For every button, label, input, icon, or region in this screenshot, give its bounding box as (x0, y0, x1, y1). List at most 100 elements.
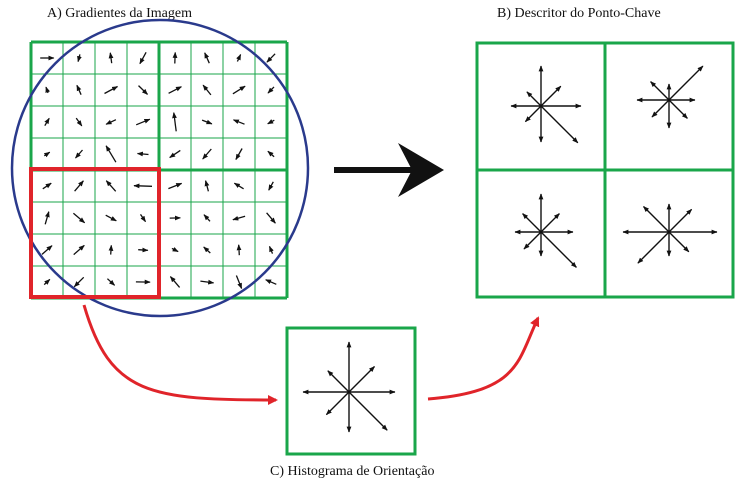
gradient-arrow (136, 151, 149, 157)
gradient-arrow (44, 117, 50, 127)
gradient-arrow (104, 85, 119, 95)
orientation-arrow (325, 391, 350, 416)
gradient-arrow (267, 150, 275, 158)
keypoint-descriptor-panel (475, 41, 735, 299)
gradient-arrow (138, 85, 148, 95)
gradient-arrow (169, 276, 181, 288)
gradient-arrow (135, 118, 151, 126)
orientation-arrow (643, 206, 670, 233)
orientation-arrow (540, 105, 579, 144)
label-orientation-histogram: C) Histograma de Orientação (270, 464, 435, 479)
gradient-arrow (232, 119, 245, 125)
orientation-arrow (348, 366, 375, 393)
gradient-arrow (202, 84, 212, 96)
gradient-arrow (105, 119, 117, 125)
gradient-arrow (268, 181, 274, 191)
gradient-arrow (168, 182, 183, 190)
gradient-arrow (236, 244, 242, 256)
gradient-arrow (202, 148, 212, 160)
descriptor-histogram-top-right (636, 65, 704, 129)
gradient-arrow (106, 278, 116, 286)
gradient-arrow (268, 245, 274, 254)
flow-arrow-to-descriptor (427, 316, 540, 401)
orientation-arrow (651, 99, 670, 118)
descriptor-histogram-top-left (510, 65, 582, 144)
gradient-arrow (267, 119, 275, 125)
gradient-arrow (74, 180, 84, 192)
orientation-arrow (540, 213, 560, 233)
orientation-arrow (327, 370, 350, 393)
transform-arrow-head (398, 143, 444, 197)
gradient-arrow (133, 183, 153, 189)
gradient-arrow (73, 244, 85, 256)
orientation-arrow (668, 208, 693, 233)
image-gradient-panel (10, 18, 310, 318)
gradient-arrow (138, 247, 149, 253)
label-image-gradients: A) Gradientes da Imagem (47, 6, 192, 21)
gradient-arrow (105, 180, 117, 192)
orientation-arrow (668, 231, 690, 253)
gradient-arrow (265, 279, 277, 285)
gradient-arrow (139, 214, 147, 223)
gradient-arrow (267, 86, 275, 94)
gradient-arrow (266, 53, 276, 63)
orientation-arrow (523, 231, 542, 250)
orientation-arrow (526, 91, 542, 107)
gradient-arrow (169, 149, 181, 159)
gradient-arrow (42, 182, 52, 190)
gradient-arrow (105, 145, 117, 163)
gradient-arrows (40, 51, 277, 290)
gradient-arrow (108, 244, 114, 255)
descriptor-histogram-bottom-right (622, 203, 718, 264)
highlight-subregion (29, 167, 161, 299)
orientation-arrow (668, 99, 688, 119)
descriptor-histograms (510, 65, 718, 268)
orientation-arrow (540, 85, 562, 107)
gradient-arrow (45, 86, 51, 94)
gradient-arrow (235, 148, 243, 161)
orientation-arrow (348, 391, 388, 431)
flow-arrow-to-histogram (82, 304, 278, 405)
gradient-arrow (203, 214, 211, 222)
gradient-arrow (232, 85, 246, 95)
orientation-arrow (540, 231, 577, 268)
gradient-arrow (77, 54, 82, 63)
gradient-arrow (105, 214, 117, 222)
gradient-arrow (168, 86, 182, 94)
gradient-arrow (201, 119, 213, 125)
gradient-arrow (203, 246, 211, 254)
orientation-histogram-star (302, 341, 396, 433)
label-keypoint-descriptor: B) Descritor do Ponto-Chave (497, 6, 661, 21)
gradient-arrow (204, 52, 210, 64)
gradient-arrow (232, 215, 246, 221)
gradient-arrow (266, 212, 276, 224)
orientation-arrow (637, 231, 670, 264)
gradient-arrow (139, 51, 147, 65)
gradient-arrow (235, 275, 243, 290)
histogram-frame (285, 326, 417, 456)
gradient-arrow (44, 211, 50, 225)
transform-arrow (334, 143, 444, 197)
orientation-arrow (668, 65, 704, 101)
gradient-arrow (200, 279, 215, 285)
histogram-star (302, 341, 396, 433)
gradient-arrow (171, 246, 179, 253)
orientation-arrow (650, 81, 670, 101)
gradient-arrow (172, 112, 177, 132)
gradient-arrow (76, 84, 82, 95)
gradient-arrow (73, 276, 85, 288)
orientation-arrow (522, 213, 542, 233)
gradient-arrow (75, 117, 83, 127)
orientation-histogram-panel (285, 326, 417, 456)
descriptor-histogram-bottom-left (514, 193, 577, 268)
orientation-arrow (524, 105, 542, 123)
gradient-arrow (72, 212, 86, 224)
gradient-arrow (233, 182, 244, 190)
gradient-arrow (75, 149, 83, 159)
gaussian-window-circle (10, 18, 310, 318)
gradient-arrow (108, 52, 114, 64)
gradient-arrow (204, 180, 210, 192)
gradient-arrow (236, 53, 242, 62)
